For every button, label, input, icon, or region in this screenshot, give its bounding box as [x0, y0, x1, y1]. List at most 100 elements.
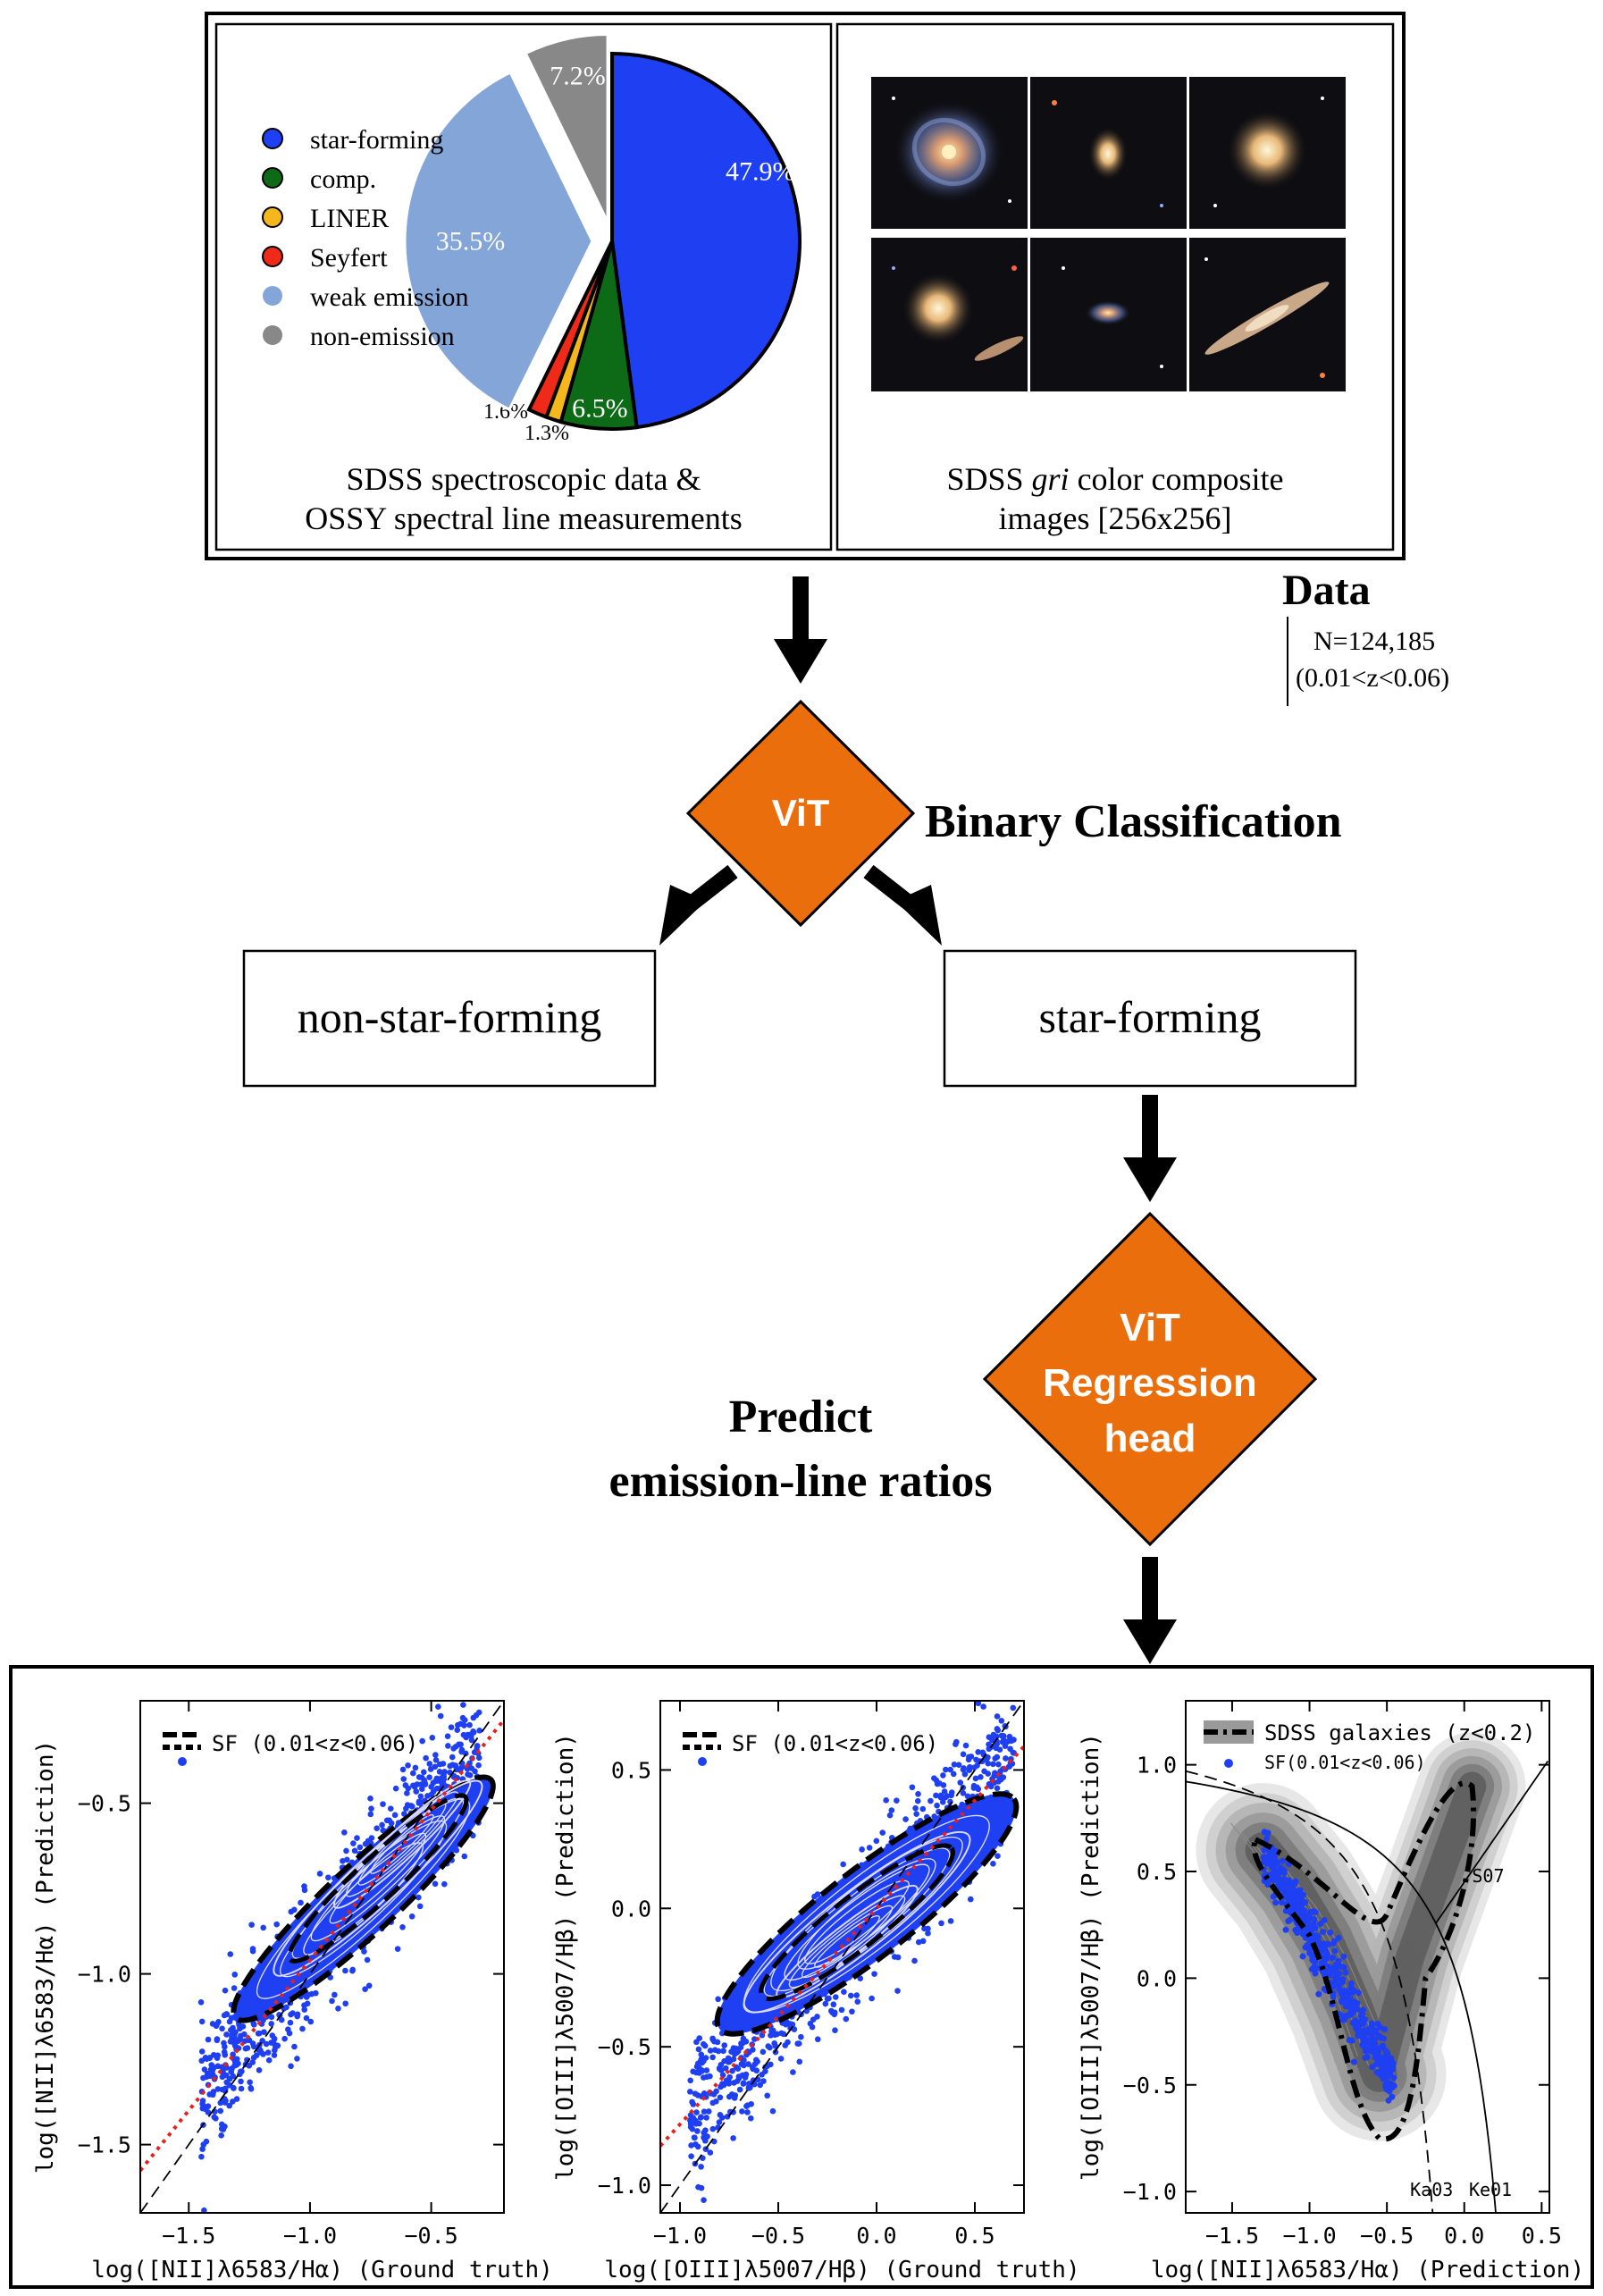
scatter-point — [688, 2153, 694, 2159]
scatter-point — [342, 2000, 349, 2007]
scatter-point — [894, 1988, 901, 1994]
scatter-point — [1375, 2032, 1382, 2039]
legend-marker — [263, 325, 282, 345]
scatter-point — [379, 1821, 385, 1829]
scatter-point — [362, 1986, 368, 1992]
scatter-point — [1373, 2056, 1381, 2063]
vit-classifier-node: ViT — [685, 699, 916, 928]
scatter-point — [462, 1750, 469, 1757]
scatter-point — [859, 1846, 865, 1853]
scatter-point — [857, 1975, 864, 1981]
scatter-point — [996, 1746, 1003, 1753]
scatter-point — [738, 2040, 744, 2047]
scatter-point — [696, 2035, 703, 2041]
scatter-point — [341, 1829, 348, 1836]
scatter-point — [994, 1726, 1001, 1732]
y-tick-label: 0.0 — [611, 1896, 651, 1922]
scatter-point — [777, 2056, 785, 2062]
scatter-point — [694, 2128, 701, 2134]
scatter-point — [902, 1816, 909, 1822]
y-tick-label: −1.0 — [78, 1962, 131, 1988]
scatter-point — [840, 1861, 846, 1868]
scatter-point — [263, 2040, 270, 2048]
scatter-point — [466, 1721, 473, 1728]
scatter-point — [1331, 1964, 1339, 1971]
scatter-point — [798, 2033, 804, 2040]
plot-1: SF (0.01<z<0.06)−1.5−1.0−0.5−1.5−1.0−0.5… — [32, 1700, 553, 2283]
thumbnail-spiral — [871, 77, 1028, 229]
vit-regression-node: ViT Regression head — [982, 1211, 1318, 1547]
scatter-point — [227, 1951, 234, 1957]
contour-line — [743, 1814, 990, 2014]
fit-line — [660, 1745, 1024, 2148]
scatter-point — [1339, 1976, 1347, 1983]
scatter-point — [1369, 2064, 1376, 2071]
scatter-point — [249, 2059, 256, 2065]
scatter-point — [281, 2035, 288, 2042]
scatter-point — [432, 1778, 439, 1785]
scatter-point — [260, 1924, 266, 1931]
scatter-point — [919, 1938, 927, 1945]
scatter-point — [940, 1782, 947, 1788]
scatter-point — [288, 2011, 294, 2018]
scatter-point — [1010, 1704, 1017, 1711]
scatter-point — [231, 1985, 238, 1991]
scatter-point — [992, 1755, 999, 1762]
scatter-point — [247, 2079, 253, 2086]
scatter-point — [1348, 1987, 1355, 1994]
y-axis-label: log([NII]λ6583/Hα) (Prediction) — [32, 1740, 59, 2174]
scatter-point — [1360, 2020, 1367, 2027]
scatter-point — [198, 2018, 206, 2025]
plot-frame — [139, 1700, 505, 2214]
contour-line — [797, 1858, 936, 1970]
scatter-point — [699, 2067, 706, 2074]
pie-caption-line1: SDSS spectroscopic data & — [347, 461, 701, 497]
scatter-point — [765, 2043, 772, 2049]
scatter-point — [1360, 2006, 1367, 2014]
scatter-point — [760, 2048, 767, 2056]
scatter-point — [703, 2073, 710, 2081]
scatter-point — [947, 1918, 954, 1924]
scatter-point — [458, 1746, 466, 1754]
scatter-point — [985, 1754, 991, 1761]
scatter-point — [832, 2027, 838, 2033]
plots-box — [9, 1665, 1594, 2289]
predict-label-line1: Predict — [729, 1392, 873, 1442]
arrow-regression-to-plots — [1123, 1557, 1177, 1664]
scatter-point — [1317, 1921, 1324, 1928]
scatter-point — [261, 2029, 267, 2035]
scatter-point — [214, 2086, 222, 2092]
scatter-point — [271, 2052, 278, 2058]
scatter-point — [966, 1767, 972, 1773]
scatter-point — [741, 2062, 747, 2069]
x-tick-label: −1.5 — [1205, 2223, 1259, 2249]
scatter-point — [971, 1764, 978, 1770]
scatter-point — [1001, 1737, 1007, 1743]
scatter-point — [332, 1991, 338, 1998]
scatter-point — [242, 2038, 248, 2044]
scatter-point — [873, 1838, 880, 1845]
scatter-point — [694, 2143, 701, 2150]
scatter-point — [452, 1762, 459, 1769]
scatter-point — [285, 2026, 291, 2032]
scatter-point — [701, 2108, 708, 2115]
scatter-point — [739, 2108, 745, 2115]
scatter-point — [237, 2036, 244, 2042]
scatter-point — [1006, 1690, 1012, 1696]
scatter-point — [432, 1757, 440, 1763]
scatter-point — [716, 2119, 723, 2125]
scatter-point — [1007, 1745, 1013, 1753]
scatter-point — [981, 1768, 987, 1775]
scatter-point — [1390, 2074, 1397, 2082]
scatter-point — [1298, 1903, 1305, 1910]
scatter-point — [948, 1789, 955, 1796]
scatter-point — [709, 2099, 717, 2107]
scatter-point — [939, 1799, 946, 1805]
scatter-point — [696, 2120, 702, 2127]
scatter-point — [978, 1774, 984, 1780]
regression-line1: ViT — [1120, 1306, 1180, 1350]
pie-label-liner: 1.3% — [525, 422, 569, 445]
contour-line — [804, 1880, 910, 1964]
scatter-point — [778, 2030, 785, 2037]
curve-label: Ka03 — [1410, 2179, 1453, 2200]
